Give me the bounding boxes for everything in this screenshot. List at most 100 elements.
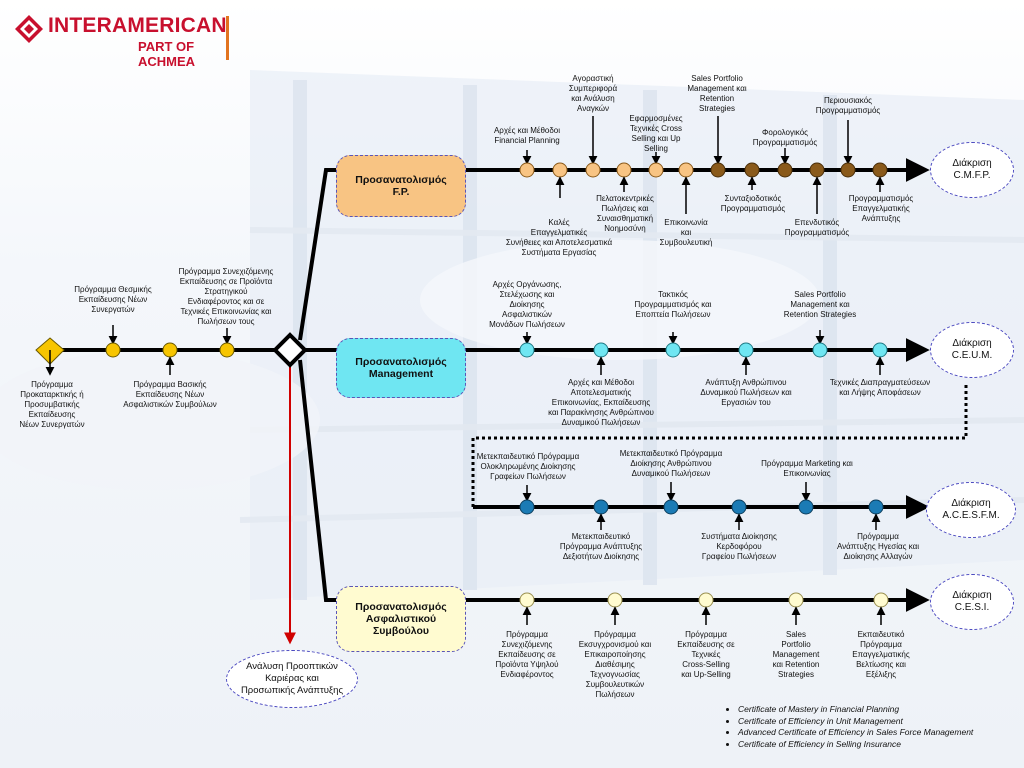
label-line: Portfolio bbox=[781, 640, 811, 649]
label-line: Μετεκπαιδευτικό Πρόγραμμα bbox=[619, 449, 723, 458]
label-line: Διάκριση bbox=[951, 498, 991, 509]
label-line: Διοίκησης Αλλαγών bbox=[843, 552, 913, 561]
label-line: Συστήματα Διοίκησης bbox=[701, 532, 777, 541]
label-line: Επικαιροποίησης bbox=[584, 650, 646, 659]
label-line: Εξέλιξης bbox=[865, 670, 897, 679]
label-line: Διάκριση bbox=[952, 158, 992, 169]
label-line: Ανάπτυξης Ηγεσίας και bbox=[836, 542, 920, 551]
label-line: Δυναμικού Πωλήσεων και bbox=[700, 388, 792, 397]
label-line: Επικοινωνίας, Εκπαίδευσης bbox=[551, 398, 651, 407]
label-line: Management bbox=[368, 368, 434, 380]
label-line: Γραφείων Πωλήσεων bbox=[490, 472, 566, 481]
label-line: C.E.U.M. bbox=[951, 350, 993, 361]
label-line: Τακτικός bbox=[658, 290, 688, 299]
label-line: Εφαρμοσμένες bbox=[629, 114, 683, 123]
label-line: Financial Planning bbox=[494, 136, 560, 145]
fp-nodes bbox=[519, 116, 888, 214]
label-line: Πρόγραμμα Θεσμικής bbox=[74, 285, 152, 294]
label-line: Sales Portfolio bbox=[794, 290, 846, 299]
label-line: Προσανατολισμός bbox=[355, 174, 447, 186]
logo-mark-icon bbox=[15, 15, 43, 43]
label-line: Strategies bbox=[777, 670, 815, 679]
label-line: Εκσυγχρονισμού και bbox=[578, 640, 652, 649]
label-line: A.C.E.S.F.M. bbox=[942, 510, 1000, 521]
label-line: Πρόγραμμα bbox=[31, 380, 73, 389]
label-line: Εκπαίδευσης Νέων bbox=[135, 390, 205, 399]
label-line: Προϊόντα Υψηλού bbox=[495, 660, 559, 669]
label-line: Τεχνογνωσίας bbox=[590, 670, 640, 679]
label-line: Φορολογικός bbox=[762, 128, 808, 137]
label-line: και Retention bbox=[772, 660, 820, 669]
label-line: Διοίκησης bbox=[509, 300, 545, 309]
label-line: Τεχνικές Επικοινωνίας και bbox=[180, 307, 272, 316]
label-line: Αρχές Οργάνωσης, bbox=[492, 280, 562, 289]
insurance-line bbox=[298, 359, 930, 612]
label-line: Κερδοφόρου bbox=[716, 542, 762, 551]
label-line: και Up-Selling bbox=[681, 670, 731, 679]
label-line: Πωλήσεων bbox=[595, 690, 635, 699]
label-line: Retention Strategies bbox=[783, 310, 857, 319]
label-line: Εκπαίδευσης σε bbox=[677, 640, 735, 649]
label-line: και Ανάλυση bbox=[571, 94, 615, 103]
dotted-connector bbox=[471, 385, 968, 507]
label-line: Επαγγελματικής bbox=[852, 650, 910, 659]
label-line: Selling και Up bbox=[631, 134, 681, 143]
label-line: Νέων Συνεργατών bbox=[19, 420, 85, 429]
label-line: Management και bbox=[790, 300, 850, 309]
label-line: Συμβουλευτική bbox=[659, 238, 713, 247]
label-line: Προγραμματισμός bbox=[784, 228, 850, 237]
label-line: Μετεκπαιδευτικό Πρόγραμμα bbox=[476, 452, 580, 461]
label-line: Πρόγραμμα bbox=[594, 630, 636, 639]
interamerican-logo: INTERAMERICAN PART OF ACHMEA bbox=[14, 12, 234, 69]
label-line: Συστήματα Εργασίας bbox=[521, 248, 597, 257]
label-line: Τεχνικές Διαπραγματεύσεων bbox=[829, 378, 931, 387]
label-line: Δυναμικού Πωλήσεων bbox=[561, 418, 641, 427]
label-line: Καλές bbox=[548, 218, 570, 227]
label-line: C.M.F.P. bbox=[953, 170, 991, 181]
label-line: Ασφαλιστικών Συμβούλων bbox=[123, 400, 217, 409]
label-line: Πρόγραμμα Ανάπτυξης bbox=[559, 542, 643, 551]
label-line: Εκπαίδευσης σε Προϊόντα bbox=[179, 277, 273, 286]
label-line: Νοημοσύνη bbox=[604, 224, 646, 233]
label-line: και Λήψης Αποφάσεων bbox=[839, 388, 921, 397]
label-line: Συμπεριφορά bbox=[568, 84, 618, 93]
label-line: Προγραμματισμός και bbox=[634, 300, 712, 309]
logo-name: INTERAMERICAN bbox=[48, 14, 227, 37]
label-line: Καριέρας και bbox=[265, 673, 319, 684]
insurance-nodes bbox=[519, 592, 889, 625]
label-line: Ολοκληρωμένης Διοίκησης bbox=[480, 462, 576, 471]
label-line: Ασφαλιστικού bbox=[365, 613, 437, 625]
label-line: Αναγκών bbox=[577, 104, 609, 113]
label-line: Management και bbox=[687, 84, 747, 93]
label-line: Αρχές και Μέθοδοι bbox=[493, 126, 561, 135]
label-line: Ανάπτυξη Ανθρώπινου bbox=[705, 378, 787, 387]
label-line: Πωλήσεις και bbox=[601, 204, 649, 213]
label-line: Πρόγραμμα Βασικής bbox=[133, 380, 207, 389]
label-line: Συμβούλου bbox=[372, 625, 429, 637]
